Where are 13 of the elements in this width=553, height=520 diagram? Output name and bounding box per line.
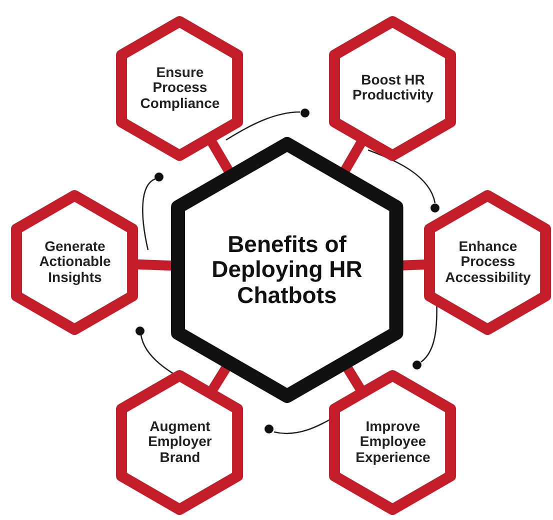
- benefit-label: Generate Actionable Insights: [38, 238, 112, 286]
- connector-stem: [207, 139, 233, 174]
- connector-stem: [208, 365, 230, 392]
- benefit-label: Ensure Process Compliance: [139, 64, 221, 112]
- benefit-label: Enhance Process Accessibility: [444, 238, 532, 286]
- connector-stem: [137, 259, 172, 271]
- benefit-label: Augment Employer Brand: [147, 418, 213, 466]
- benefit-label: Boost HR Productivity: [352, 72, 434, 104]
- benefit-label: Improve Employee Experience: [354, 418, 432, 466]
- connector-stem: [340, 140, 366, 174]
- connector-stem: [343, 365, 364, 392]
- connector-stem: [402, 260, 426, 270]
- center-title: Benefits of Deploying HR Chatbots: [210, 232, 364, 308]
